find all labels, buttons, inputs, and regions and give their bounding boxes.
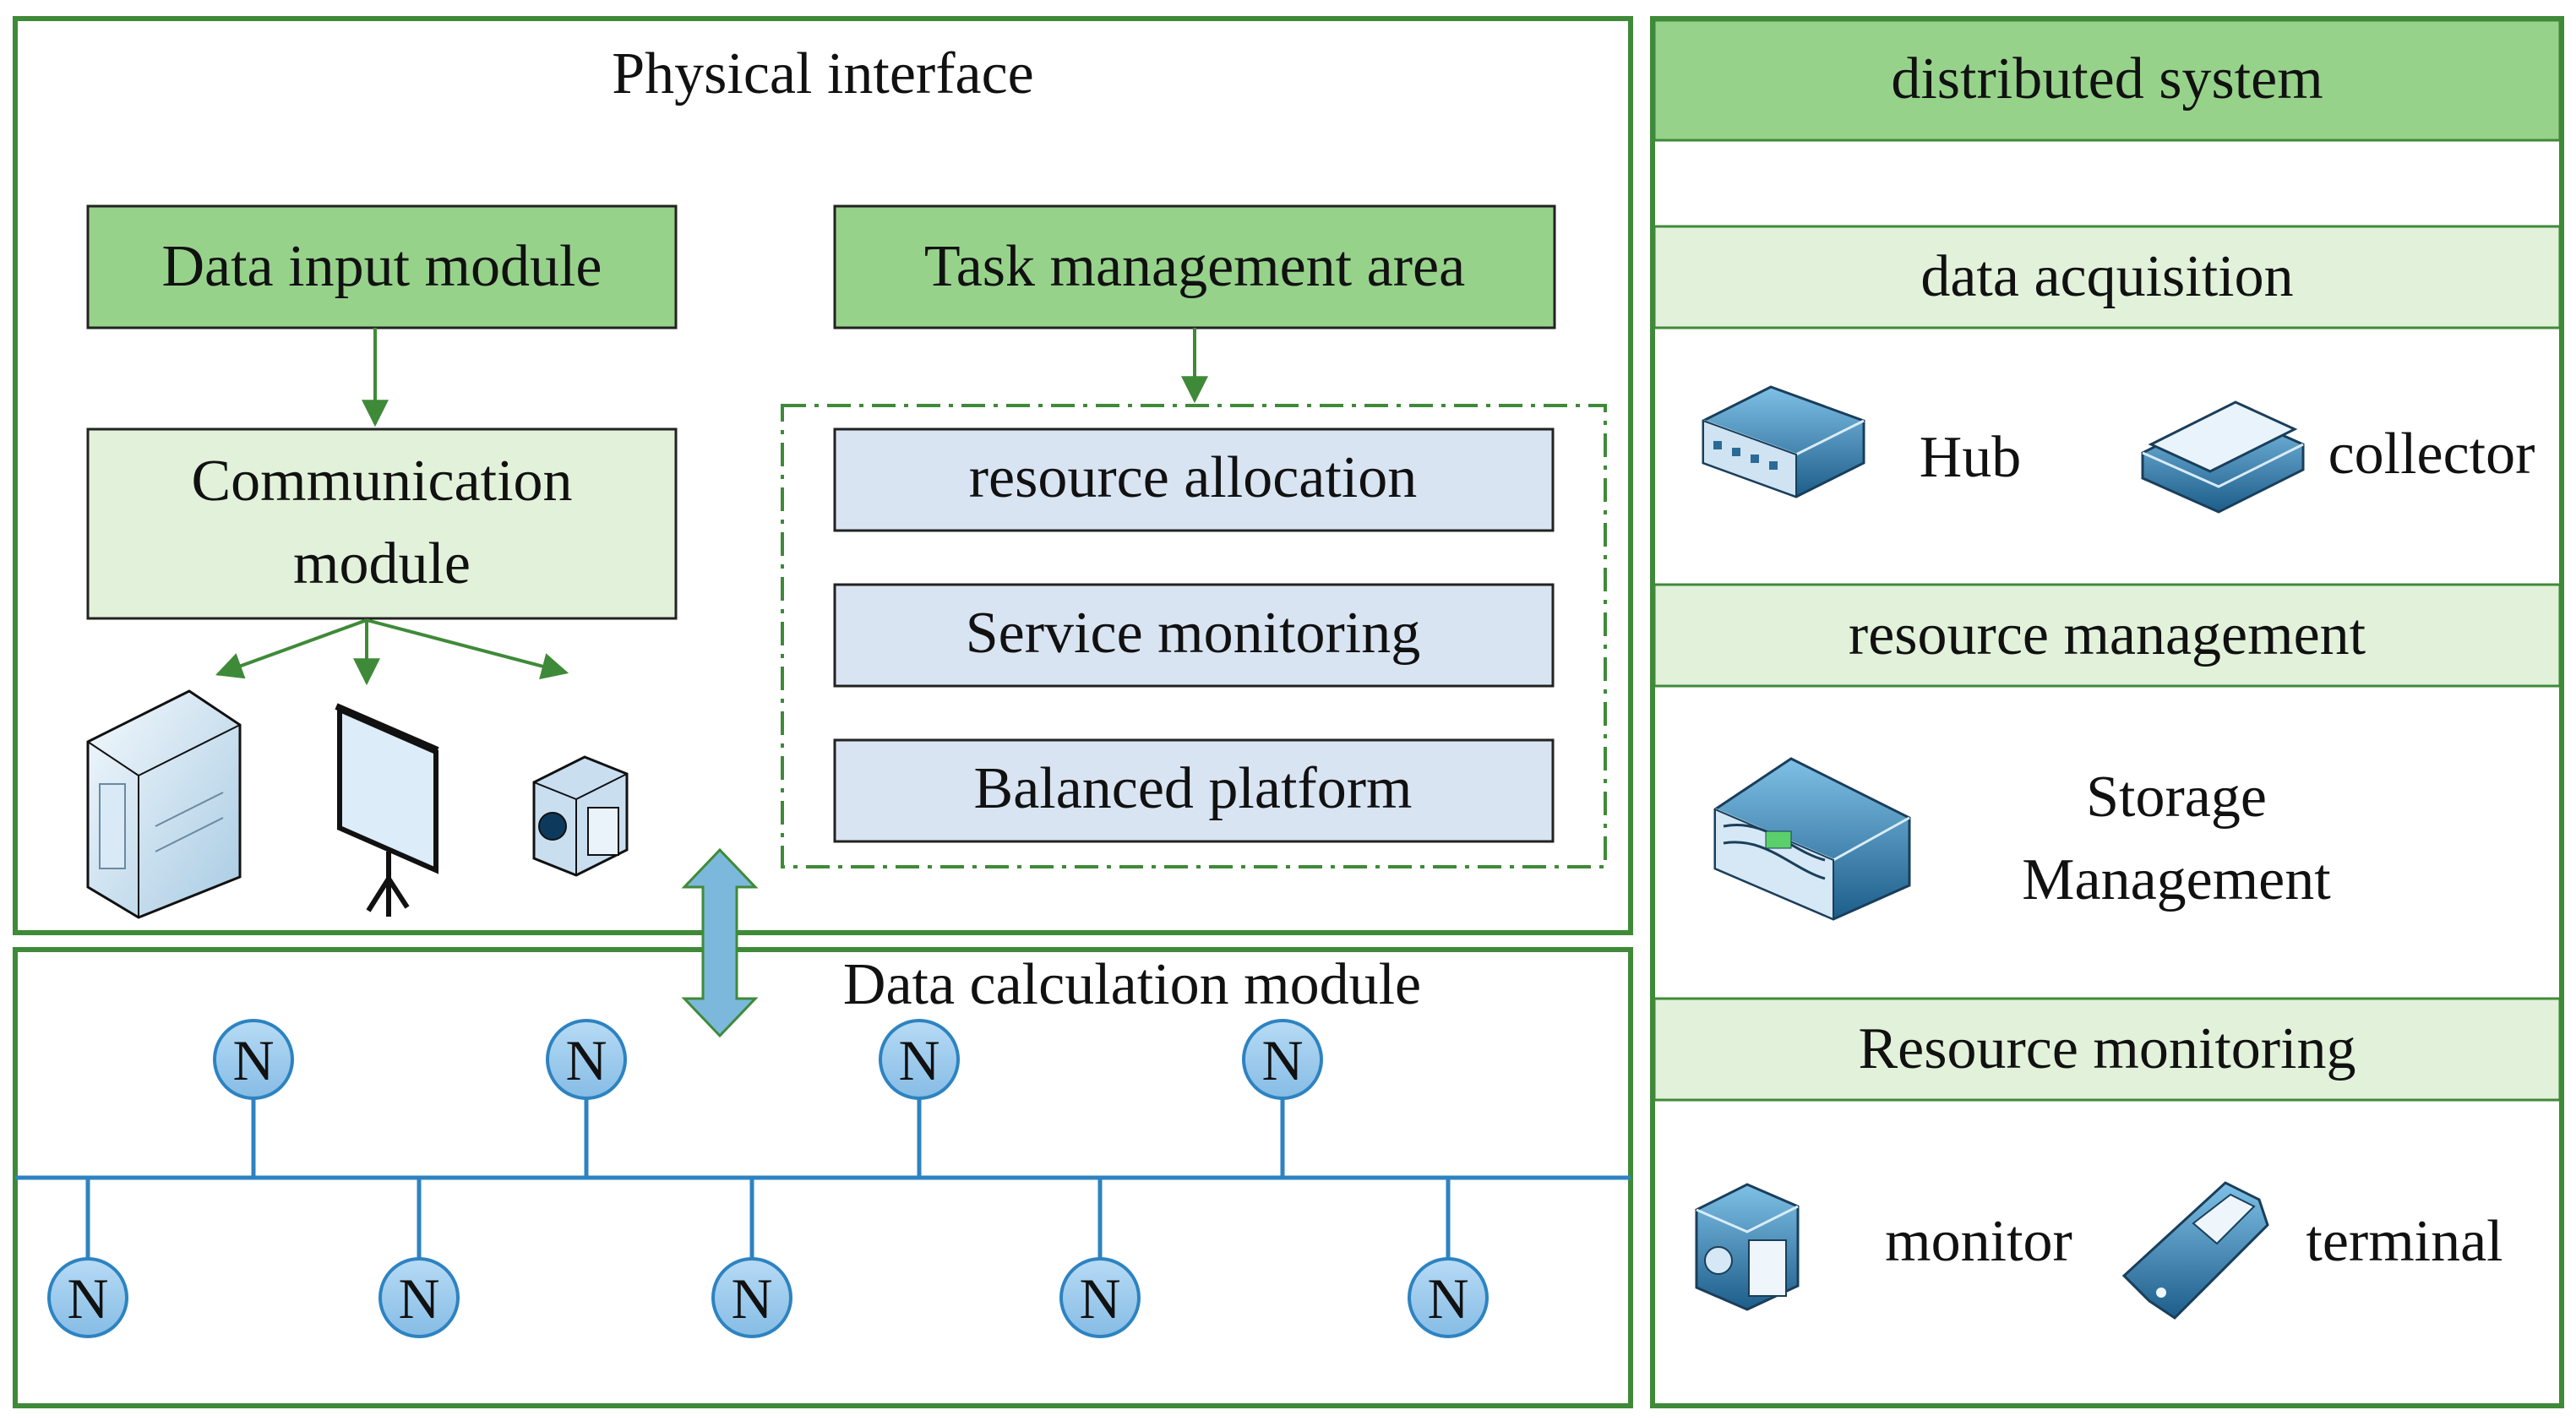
- projector-screen-icon: [335, 703, 439, 917]
- task-management-area: Task management area: [833, 204, 1556, 329]
- compute-node-label: N: [67, 1266, 108, 1331]
- resource-monitoring-section: Resource monitoring monitor terminal: [1653, 997, 2562, 1320]
- hub-icon: [1702, 385, 1865, 498]
- compute-node-label: N: [398, 1266, 439, 1331]
- item-label-line2: Management: [2022, 847, 2331, 912]
- compute-node: N: [879, 1019, 960, 1178]
- distributed-system-panel: distributed system data acquisition Hub: [1650, 16, 2564, 1408]
- camera-icon: [1695, 1183, 1800, 1311]
- compute-node: N: [213, 1019, 294, 1178]
- mobile-phone-icon: [2121, 1181, 2269, 1320]
- task-label: Balanced platform: [974, 756, 1413, 821]
- item-label: monitor: [1885, 1209, 2072, 1274]
- task-group-boundary: [781, 404, 1607, 868]
- task-management-area-label: Task management area: [924, 234, 1465, 299]
- task-label: Service monitoring: [966, 601, 1421, 666]
- compute-node: N: [1059, 1178, 1141, 1338]
- physical-interface-panel: Physical interface Data input module Com…: [13, 16, 1633, 935]
- compute-nodes: N N N N N N N N N: [47, 1019, 1489, 1338]
- communication-module-label-line1: Communication: [191, 449, 572, 514]
- storage-icon: [1713, 757, 1911, 921]
- compute-node: N: [711, 1178, 792, 1338]
- task-label: resource allocation: [969, 445, 1418, 510]
- compute-node-label: N: [731, 1266, 772, 1331]
- server-icon: [86, 689, 242, 919]
- communication-module: Communication module: [86, 427, 678, 620]
- resource-monitoring-title: Resource monitoring: [1858, 1016, 2355, 1081]
- physical-interface-title: Physical interface: [612, 41, 1034, 106]
- compute-node-label: N: [898, 1028, 939, 1092]
- item-label: terminal: [2306, 1209, 2502, 1274]
- item-label: Hub: [1920, 425, 2022, 490]
- task-resource-allocation: resource allocation: [833, 427, 1555, 532]
- compute-node-label: N: [232, 1028, 274, 1092]
- data-acquisition-title: data acquisition: [1920, 244, 2293, 309]
- data-input-module: Data input module: [86, 204, 678, 329]
- data-calculation-title: Data calculation module: [843, 952, 1421, 1017]
- bidirectional-arrow: [681, 847, 759, 1038]
- data-input-module-label: Data input module: [161, 234, 602, 299]
- item-label-line1: Storage: [2086, 765, 2267, 830]
- distributed-system-title: distributed system: [1891, 46, 2323, 112]
- task-balanced-platform: Balanced platform: [833, 738, 1555, 843]
- compute-node-label: N: [1261, 1028, 1303, 1092]
- distributed-system-header: distributed system: [1653, 19, 2562, 142]
- communication-arrows: [215, 618, 569, 686]
- resource-management-title: resource management: [1849, 602, 2366, 667]
- compute-node-label: N: [565, 1028, 607, 1092]
- compute-node-label: N: [1427, 1266, 1468, 1331]
- compute-node: N: [546, 1019, 627, 1178]
- data-calculation-panel: Data calculation module N N N N N N N N N: [13, 947, 1633, 1408]
- video-camera-icon: [532, 755, 629, 877]
- compute-node: N: [47, 1178, 128, 1338]
- compute-node: N: [1408, 1178, 1489, 1338]
- compute-node: N: [1242, 1019, 1323, 1178]
- compute-node-label: N: [1079, 1266, 1120, 1331]
- resource-management-section: resource management Storage Management: [1653, 583, 2562, 921]
- task-service-monitoring: Service monitoring: [833, 583, 1555, 688]
- compute-node: N: [379, 1178, 460, 1338]
- data-acquisition-section: data acquisition Hub collector: [1653, 225, 2562, 514]
- scanner-icon: [2141, 400, 2305, 514]
- communication-module-label-line2: module: [293, 531, 471, 596]
- item-label: collector: [2328, 422, 2535, 487]
